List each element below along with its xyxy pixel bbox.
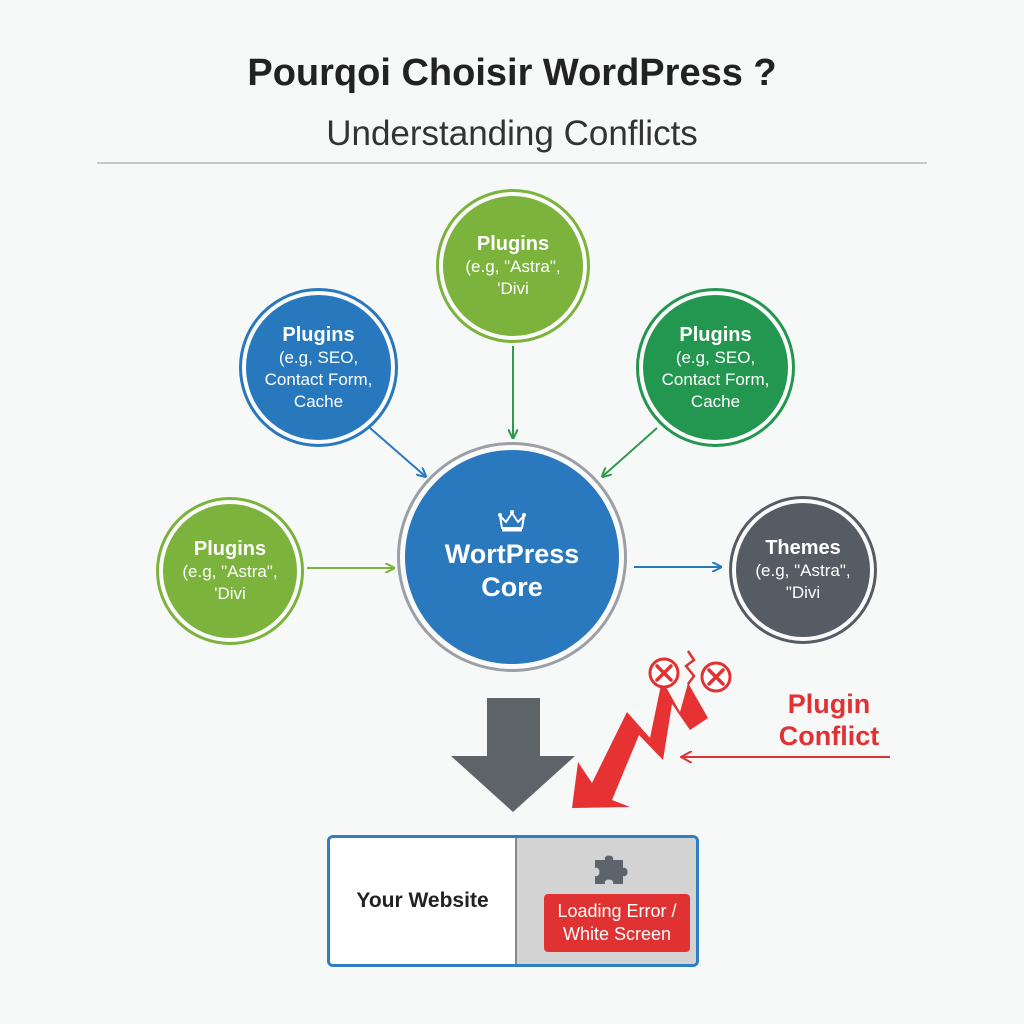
plugins-node-left: Plugins (e.g, "Astra", 'Divi bbox=[156, 497, 304, 645]
node-detail-line: (e.g, "Astra", bbox=[465, 257, 561, 276]
arrow-left-top-to-core bbox=[369, 427, 425, 476]
spark-icon bbox=[684, 650, 696, 685]
wordpress-core-node: WortPress Core bbox=[397, 442, 627, 672]
page-title: Pourqoi Choisir WordPress ? bbox=[247, 52, 777, 94]
core-title-line: WortPress bbox=[444, 539, 580, 569]
node-detail-line: (e.g, "Astra", bbox=[755, 561, 851, 580]
puzzle-piece-icon bbox=[595, 855, 628, 884]
node-detail-line: Cache bbox=[690, 391, 741, 411]
error-x-icon bbox=[700, 661, 732, 693]
page-subtitle: Understanding Conflicts bbox=[326, 114, 698, 153]
error-line: Loading Error / bbox=[557, 901, 677, 921]
node-detail-line: Cache bbox=[293, 391, 344, 411]
title-divider bbox=[97, 162, 927, 164]
node-title: Themes bbox=[765, 537, 841, 559]
conflict-label-line: Conflict bbox=[778, 721, 880, 751]
website-label: Your Website bbox=[330, 838, 515, 964]
lightning-bolt-icon bbox=[572, 680, 708, 808]
node-detail-line: 'Divi bbox=[214, 584, 246, 603]
node-detail-line: "Divi bbox=[785, 583, 821, 602]
plugins-node-right-top: Plugins (e.g, SEO, Contact Form, Cache bbox=[636, 288, 795, 447]
error-x-icon bbox=[648, 657, 680, 689]
node-detail-line: 'Divi bbox=[497, 279, 529, 298]
node-detail-line: (e.g, SEO, bbox=[278, 347, 359, 367]
node-detail-line: Contact Form, bbox=[661, 369, 770, 389]
node-title: Plugins bbox=[476, 233, 550, 255]
node-detail-line: Contact Form, bbox=[264, 369, 373, 389]
plugins-node-top: Plugins (e.g, "Astra", 'Divi bbox=[436, 189, 590, 343]
node-title: Plugins bbox=[193, 538, 267, 560]
themes-node: Themes (e.g, "Astra", "Divi bbox=[729, 496, 877, 644]
plugin-conflict-label: Plugin Conflict bbox=[770, 688, 888, 752]
website-error-panel: Loading Error / White Screen bbox=[515, 838, 696, 964]
down-arrow-icon bbox=[451, 698, 575, 812]
node-detail-line: (e.g, SEO, bbox=[675, 347, 756, 367]
plugins-node-left-top: Plugins (e.g, SEO, Contact Form, Cache bbox=[239, 288, 398, 447]
website-panel: Your Website Loading Error / White Scree… bbox=[327, 835, 699, 967]
error-badge: Loading Error / White Screen bbox=[544, 894, 690, 952]
error-line: White Screen bbox=[562, 924, 672, 944]
core-title-line: Core bbox=[481, 572, 543, 602]
crown-icon bbox=[498, 510, 526, 532]
node-detail-line: (e.g, "Astra", bbox=[182, 562, 278, 581]
node-title: Plugins bbox=[282, 323, 355, 346]
conflict-label-line: Plugin bbox=[787, 689, 871, 719]
arrow-right-top-to-core bbox=[603, 427, 658, 476]
node-title: Plugins bbox=[679, 323, 752, 346]
